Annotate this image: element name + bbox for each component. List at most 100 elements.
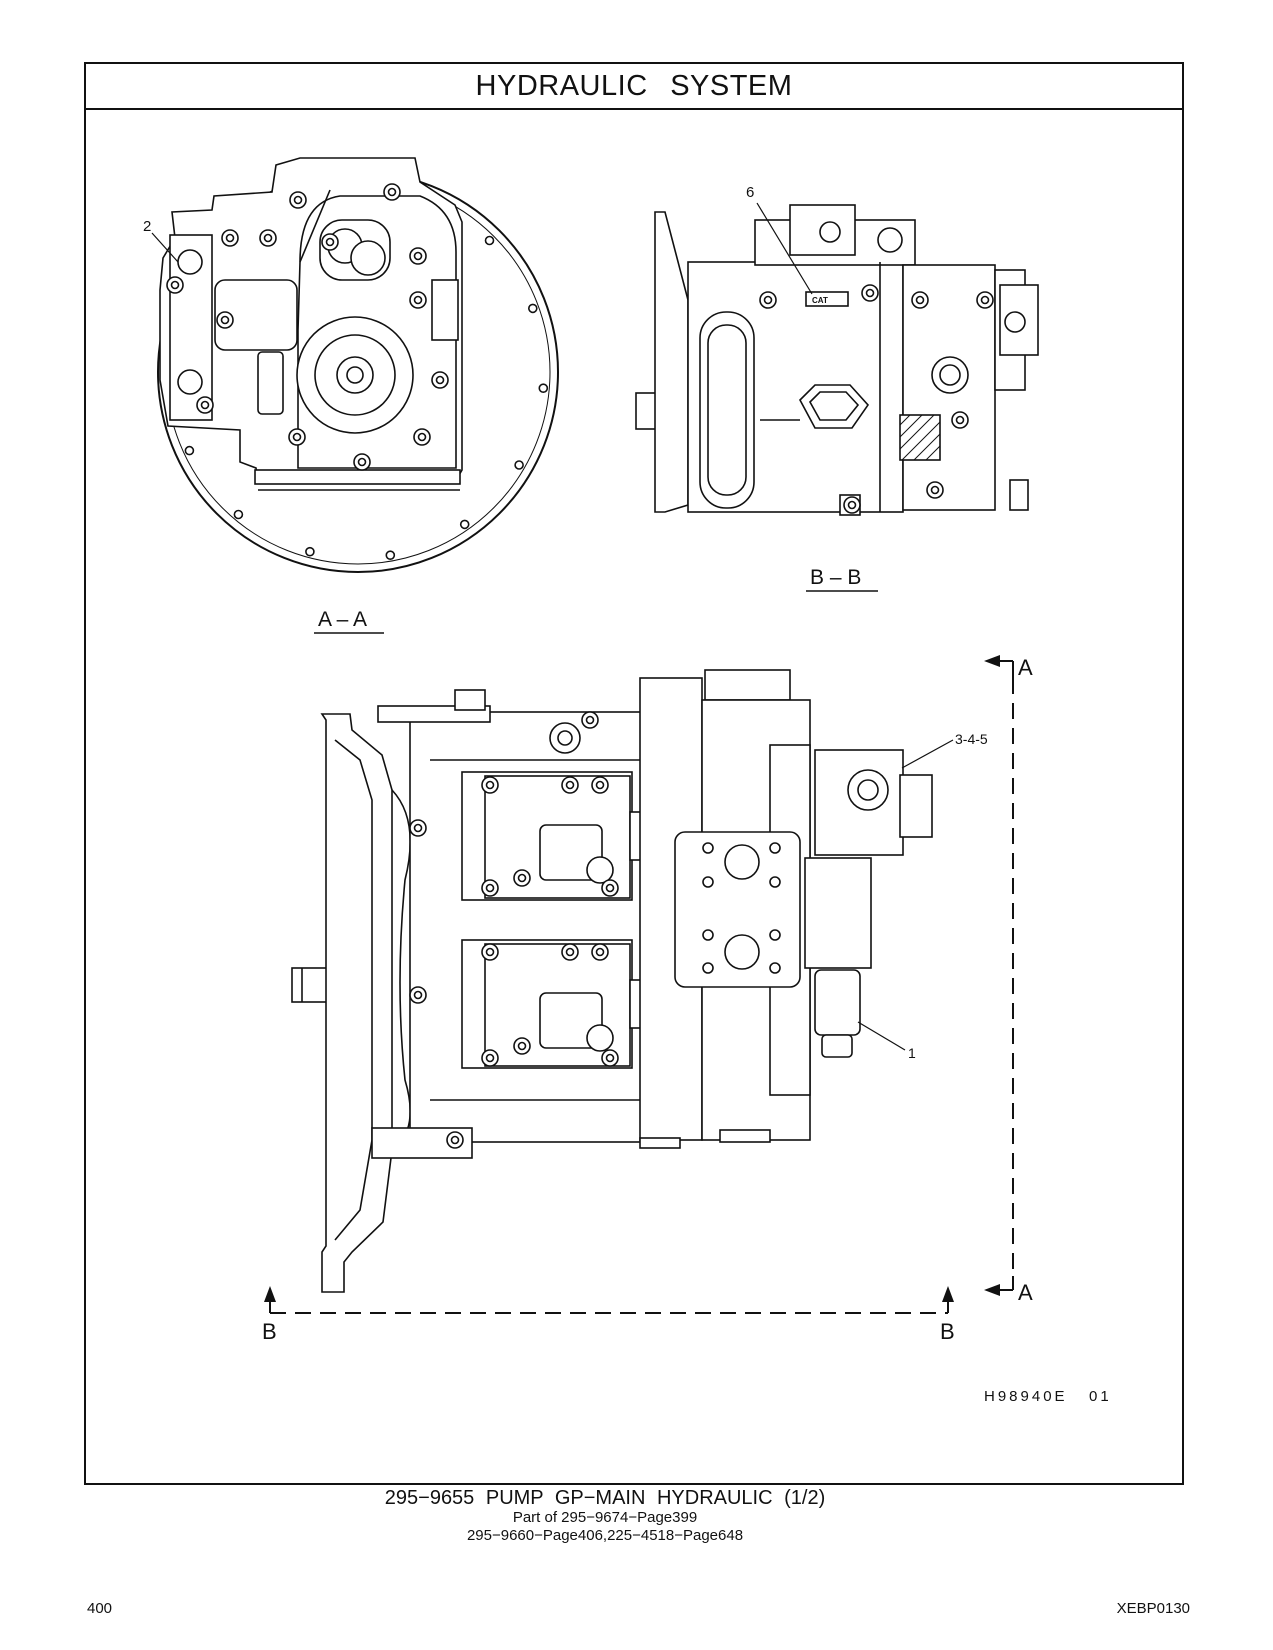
bolt-center [565, 780, 575, 790]
bolt-center [200, 400, 210, 410]
input-shaft-stub [635, 392, 657, 430]
control-valve-port [819, 221, 841, 243]
leader-callout-1 [857, 1021, 906, 1051]
section-a-top-arrow-icon [984, 655, 1000, 667]
flange-hole [184, 445, 195, 456]
page-title: HYDRAULIC SYSTEM [475, 70, 793, 102]
section-bb-view: CAT [635, 204, 1039, 516]
side-boss-bore [939, 364, 961, 386]
flange-hole [459, 519, 470, 530]
bolt-center [517, 1041, 527, 1051]
bell-housing-rib [334, 739, 373, 1241]
bolt-center [413, 823, 423, 833]
flange-hole [385, 550, 396, 561]
port-plate-top-flange [704, 669, 791, 701]
regulator-plug [586, 1024, 614, 1052]
pilot-fitting [877, 227, 903, 253]
pilot-pump-housing [804, 857, 872, 969]
flange-bolt-hole [702, 929, 714, 941]
bolt-center [435, 375, 445, 385]
flange-hole [484, 235, 495, 246]
bolt-center [387, 187, 397, 197]
section-bb-label: B – B [810, 566, 861, 589]
bolt-center [292, 432, 302, 442]
leader-callout-3-4-5 [901, 739, 954, 769]
casing-top-lug [454, 689, 486, 711]
bolt-center [955, 415, 965, 425]
rear-foot-left [639, 1137, 681, 1149]
bolt-center [225, 233, 235, 243]
section-b-right-arrow-icon [942, 1286, 954, 1302]
callout-6: 6 [746, 184, 754, 201]
section-marker-b-right: B [940, 1319, 955, 1344]
section-marker-a-top: A [1018, 655, 1033, 680]
regulator-spool-housing [539, 992, 603, 1049]
outlet-flange-block [674, 831, 801, 988]
callout-leaders [151, 202, 954, 1051]
bolt-center [847, 500, 857, 510]
bolt-center [450, 1135, 460, 1145]
bolt-center [293, 195, 303, 205]
bolt-center [865, 288, 875, 298]
valve-port-lower [177, 369, 203, 395]
bolt-center [915, 295, 925, 305]
pilot-pump-port [1004, 311, 1026, 333]
caption-reference-line: 295−9660−Page406,225−4518−Page648 [466, 1527, 744, 1544]
coupling-outline [391, 789, 411, 1151]
nameplate [805, 291, 849, 307]
section-a-bottom-arrow-icon [984, 1284, 1000, 1296]
outlet-port-lower [724, 934, 760, 970]
page-number: 400 [87, 1600, 113, 1617]
rear-foot-right [719, 1129, 771, 1143]
bolt-center [413, 295, 423, 305]
bell-housing [320, 713, 393, 1293]
flange-hole [538, 383, 549, 394]
bolt-center [485, 1053, 495, 1063]
bolt-center [605, 1053, 615, 1063]
leader-callout-2 [151, 232, 179, 263]
foot-right [1009, 479, 1029, 511]
pilot-pump-cover [899, 774, 933, 838]
flange-bolt-hole [769, 929, 781, 941]
bolt-center [413, 251, 423, 261]
flange-bolt-hole [702, 842, 714, 854]
bolt-center [220, 315, 230, 325]
mounting-base-plate [254, 469, 461, 485]
bolt-center [930, 485, 940, 495]
flange-bolt-hole [769, 876, 781, 888]
bolt-center [485, 780, 495, 790]
section-b-left-arrow-icon [264, 1286, 276, 1302]
section-lines [264, 655, 1014, 1314]
illustration-id: H98940E 01 [984, 1388, 1112, 1405]
pilot-pump-body [814, 749, 904, 856]
frame-header: HYDRAULIC SYSTEM [86, 64, 1182, 110]
inspection-window-inner [707, 324, 747, 496]
section-marker-a-bottom: A [1018, 1280, 1033, 1305]
callout-1: 1 [908, 1045, 916, 1061]
main-view [291, 669, 933, 1293]
outlet-port-upper [724, 844, 760, 880]
mounting-flange [654, 211, 689, 513]
drive-shaft [291, 967, 329, 1003]
flange-bolt-hole [702, 962, 714, 974]
flange-hole [527, 303, 538, 314]
top-boss-bore [557, 730, 573, 746]
bolt-center [485, 947, 495, 957]
drive-gear-bore [346, 366, 364, 384]
bolt-center [413, 990, 423, 1000]
hatched-section [899, 414, 941, 461]
section-marker-b-left: B [262, 1319, 277, 1344]
bolt-center [325, 237, 335, 247]
section-aa-view [157, 157, 559, 573]
flange-bolt-hole [769, 962, 781, 974]
pilot-filter-cap [821, 1034, 853, 1058]
caption-reference-line: Part of 295−9674−Page399 [512, 1509, 698, 1526]
caption: 295−9655 PUMP GP−MAIN HYDRAULIC (1/2) Pa… [305, 1487, 905, 1545]
bolt-center [605, 883, 615, 893]
nameplate-logo: CAT [812, 296, 828, 305]
caption-title: 295−9655 PUMP GP−MAIN HYDRAULIC (1/2) [384, 1487, 826, 1509]
regulator-valve-lower [461, 939, 653, 1069]
hex-boss-inner [809, 391, 860, 421]
bolt-center [263, 233, 273, 243]
